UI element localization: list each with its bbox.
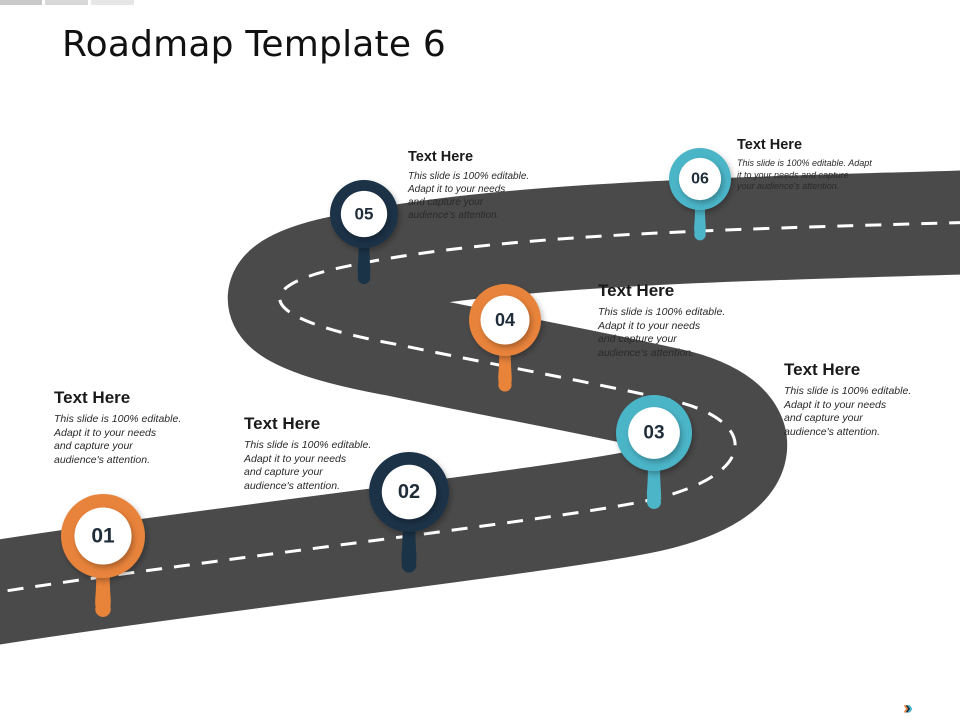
milestone-pin-06: 06 — [669, 148, 731, 241]
road-center-dashes — [0, 221, 960, 594]
milestone-body-line: audience's attention. — [244, 479, 340, 492]
milestone-body-line: audience's attention. — [784, 425, 880, 438]
milestone-body-line: and capture your — [54, 440, 133, 452]
milestone-body-02: This slide is 100% editable. Adapt it to… — [244, 439, 404, 493]
milestone-body-03: This slide is 100% editable. Adapt it to… — [784, 385, 944, 439]
milestone-body-line: audience's attention. — [408, 210, 500, 221]
milestone-body-line: This slide is 100% editable. — [408, 171, 530, 182]
pin-inner-circle — [381, 464, 437, 520]
milestone-heading-02: Text Here — [244, 414, 321, 433]
top-accent-bar-2 — [45, 0, 88, 5]
pin-inner-circle — [678, 157, 722, 201]
milestone-text-04: Text Here This slide is 100% editable. A… — [598, 281, 758, 360]
milestone-body-line: it to your needs and capture — [737, 169, 849, 180]
pin-inner-circle — [480, 295, 530, 345]
milestone-heading-03: Text Here — [784, 360, 861, 379]
page-title: Roadmap Template 6 — [62, 24, 446, 65]
milestone-pin-05: 05 — [330, 180, 398, 285]
milestone-heading-01: Text Here — [54, 388, 131, 407]
milestone-text-05: Text Here This slide is 100% editable. A… — [408, 149, 568, 222]
pin-tail — [401, 528, 417, 573]
milestone-body-line: Adapt it to your needs — [784, 398, 887, 411]
pin-number: 03 — [643, 423, 664, 444]
pin-tail — [95, 574, 111, 617]
milestone-heading-05: Text Here — [408, 149, 474, 165]
milestone-body-06: This slide is 100% editable. Adapt it to… — [737, 158, 907, 193]
milestone-heading-06: Text Here — [737, 137, 803, 153]
pin-number: 01 — [91, 525, 115, 548]
pin-number: 02 — [398, 481, 420, 503]
milestone-body-line: and capture your — [598, 333, 677, 345]
milestone-body-line: This slide is 100% editable. — [244, 439, 372, 451]
milestone-body-line: This slide is 100% editable. — [784, 385, 912, 397]
pin-tail — [498, 352, 512, 392]
milestone-body-line: and capture your — [244, 466, 323, 478]
milestone-body-line: This slide is 100% editable. Adapt — [737, 158, 872, 168]
milestone-heading-04: Text Here — [598, 281, 675, 300]
milestone-pin-03: 03 — [616, 395, 692, 510]
milestone-text-02: Text Here This slide is 100% editable. A… — [244, 414, 404, 493]
milestone-body-line: Adapt it to your needs — [244, 452, 347, 465]
milestone-body-line: This slide is 100% editable. — [54, 413, 182, 425]
pin-inner-circle — [340, 190, 388, 238]
top-accent-bar-3 — [91, 0, 134, 5]
milestone-text-01: Text Here This slide is 100% editable. A… — [54, 388, 214, 467]
milestone-pin-01: 01 — [61, 494, 145, 617]
milestone-body-line: your audience's attention. — [737, 181, 840, 191]
milestone-pin-04: 04 — [469, 284, 541, 392]
milestone-body-05: This slide is 100% editable. Adapt it to… — [408, 170, 568, 222]
milestone-body-04: This slide is 100% editable. Adapt it to… — [598, 306, 758, 360]
milestone-text-03: Text Here This slide is 100% editable. A… — [784, 360, 944, 439]
milestone-body-line: Adapt it to your needs — [54, 426, 157, 439]
pin-inner-circle — [628, 407, 680, 459]
milestone-pin-02: 02 — [369, 452, 449, 573]
pin-number: 04 — [495, 310, 515, 330]
pin-tail — [646, 467, 662, 510]
milestone-body-line: and capture your — [408, 197, 484, 208]
milestone-text-06: Text Here This slide is 100% editable. A… — [737, 137, 907, 193]
milestone-body-line: audience's attention. — [598, 346, 694, 359]
milestone-body-line: This slide is 100% editable. — [598, 306, 726, 318]
pin-number: 06 — [691, 171, 709, 188]
pin-number: 05 — [355, 205, 374, 224]
pin-inner-circle — [74, 507, 132, 565]
milestone-body-line: Adapt it to your needs — [408, 184, 506, 195]
pin-tail — [694, 206, 706, 241]
milestone-body-line: and capture your — [784, 412, 863, 424]
milestone-body-line: Adapt it to your needs — [598, 319, 701, 332]
double-chevron-right-icon[interactable]: ››› — [903, 698, 913, 718]
milestone-body-01: This slide is 100% editable. Adapt it to… — [54, 413, 214, 467]
milestone-body-line: audience's attention. — [54, 453, 150, 466]
top-accent-bar-1 — [0, 0, 42, 5]
pin-tail — [357, 244, 371, 285]
